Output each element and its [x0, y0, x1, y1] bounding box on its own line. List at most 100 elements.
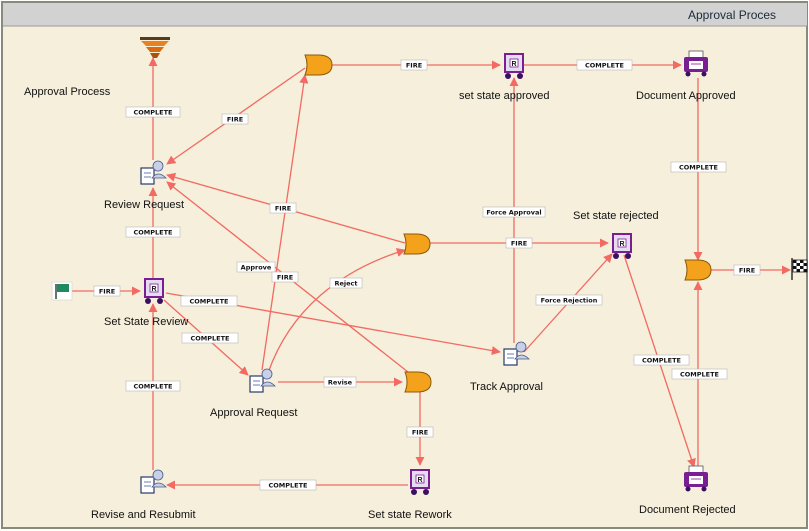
process-end-node[interactable]: Approval Process	[24, 37, 170, 98]
review-request-label: Review Request	[104, 199, 184, 211]
start-node[interactable]	[51, 281, 73, 301]
svg-text:R: R	[511, 61, 516, 68]
document-person-icon	[503, 341, 530, 366]
svg-text:COMPLETE: COMPLETE	[642, 357, 681, 365]
svg-text:COMPLETE: COMPLETE	[190, 298, 229, 306]
document-rejected-node[interactable]: Document Rejected	[639, 465, 736, 516]
document-person-icon	[140, 469, 167, 494]
svg-text:FIRE: FIRE	[412, 429, 428, 437]
revise-resubmit-node[interactable]: Revise and Resubmit	[91, 469, 196, 521]
gateway-middle-node[interactable]	[403, 233, 431, 255]
document-approved-node[interactable]: Document Approved	[636, 50, 736, 102]
svg-text:FIRE: FIRE	[406, 62, 422, 70]
diagram-title: Approval Proces	[688, 8, 776, 22]
edge-approval-to-gateway-middle[interactable]	[267, 248, 406, 374]
set-state-review-node[interactable]: R Set State Review	[104, 278, 188, 328]
svg-text:R: R	[151, 286, 156, 293]
edge-label-track-to-rejected: Force Rejection	[535, 294, 603, 306]
svg-text:Reject: Reject	[334, 280, 357, 288]
set-state-review-label: Set State Review	[104, 316, 188, 328]
or-gate-icon	[403, 233, 431, 255]
edge-approval-to-gateway-top[interactable]	[261, 74, 309, 371]
gateway-top-node[interactable]	[304, 54, 333, 76]
svg-text:FIRE: FIRE	[739, 267, 755, 275]
track-approval-label: Track Approval	[470, 381, 543, 393]
edge-label-start-to-review: FIRE	[93, 285, 121, 297]
edge-label-approved-to-document: COMPLETE	[576, 59, 633, 71]
review-request-node[interactable]: Review Request	[104, 160, 184, 211]
edge-label-gateway-top-to-approved: FIRE	[400, 59, 428, 71]
svg-text:FIRE: FIRE	[227, 116, 243, 124]
set-state-rework-label: Set state Rework	[368, 509, 452, 521]
nodes: Approval Process Review Request R Set S	[24, 37, 808, 521]
edge-label-gateway-rework-to-state: FIRE	[406, 426, 434, 438]
edge-label-gateway-middle-to-review: FIRE	[269, 202, 297, 214]
checkered-flag-icon	[791, 258, 808, 280]
state-node-icon: R	[410, 469, 430, 495]
printer-icon	[684, 50, 708, 77]
svg-text:FIRE: FIRE	[511, 240, 527, 248]
set-state-approved-label: set state approved	[459, 90, 550, 102]
edge-label-approval-to-gateway-rework: Revise	[323, 376, 357, 388]
edge-label-approval-to-gateway-top: Approve	[236, 261, 276, 273]
svg-text:COMPLETE: COMPLETE	[134, 229, 173, 237]
printer-icon	[684, 465, 708, 492]
flag-icon	[51, 281, 73, 301]
svg-text:Force Rejection: Force Rejection	[541, 297, 598, 305]
svg-text:COMPLETE: COMPLETE	[679, 164, 718, 172]
edge-label-rework-to-revise: COMPLETE	[259, 479, 317, 491]
set-state-approved-node[interactable]: R set state approved	[459, 53, 550, 102]
svg-text:COMPLETE: COMPLETE	[269, 482, 308, 490]
revise-resubmit-label: Revise and Resubmit	[91, 509, 196, 521]
state-node-icon: R	[612, 233, 632, 259]
state-node-icon: R	[144, 278, 164, 304]
svg-text:COMPLETE: COMPLETE	[191, 335, 230, 343]
edge-label-state-review-to-approval: COMPLETE	[181, 332, 239, 344]
approval-request-label: Approval Request	[210, 407, 297, 419]
edge-label-revise-to-state-review: COMPLETE	[125, 380, 181, 392]
track-approval-node[interactable]: Track Approval	[470, 341, 543, 393]
set-state-rejected-label: Set state rejected	[573, 210, 659, 222]
document-approved-label: Document Approved	[636, 90, 736, 102]
funnel-icon	[140, 37, 170, 58]
document-person-icon	[140, 160, 167, 185]
or-gate-icon	[404, 371, 432, 393]
document-rejected-label: Document Rejected	[639, 504, 736, 516]
set-state-rework-node[interactable]: R Set state Rework	[368, 469, 452, 521]
svg-text:COMPLETE: COMPLETE	[680, 371, 719, 379]
approval-request-node[interactable]: Approval Request	[210, 368, 297, 419]
svg-text:Approve: Approve	[241, 264, 272, 272]
or-gate-icon	[684, 259, 712, 281]
or-gate-icon	[304, 54, 333, 76]
svg-text:Force Approval: Force Approval	[486, 209, 541, 217]
svg-text:FIRE: FIRE	[99, 288, 115, 296]
edge-label-gateway-middle-to-rejected: FIRE	[505, 237, 533, 249]
set-state-rejected-node[interactable]: R Set state rejected	[573, 210, 659, 259]
svg-text:COMPLETE: COMPLETE	[134, 383, 173, 391]
svg-text:COMPLETE: COMPLETE	[134, 109, 173, 117]
svg-text:R: R	[417, 477, 422, 484]
gateway-right-node[interactable]	[684, 259, 712, 281]
svg-text:R: R	[619, 241, 624, 248]
edge-label-gateway-top-to-review: FIRE	[221, 113, 249, 125]
process-end-label: Approval Process	[24, 86, 111, 98]
svg-text:FIRE: FIRE	[277, 274, 293, 282]
edge-label-review-to-process: COMPLETE	[125, 106, 181, 118]
gateway-rework-node[interactable]	[404, 371, 432, 393]
state-node-icon: R	[504, 53, 524, 79]
edge-label-state-review-to-track: COMPLETE	[180, 295, 238, 307]
end-node[interactable]	[791, 258, 808, 280]
title-bar	[3, 3, 807, 26]
edge-label-gateway-right-to-end: FIRE	[733, 264, 761, 276]
edge-label-state-review-to-review: COMPLETE	[125, 226, 181, 238]
document-person-icon	[249, 368, 276, 393]
edge-label-approval-to-gateway-middle: Reject	[329, 277, 363, 289]
edge-label-doc-rejected-to-gateway: COMPLETE	[671, 368, 728, 380]
svg-text:FIRE: FIRE	[275, 205, 291, 213]
edge-labels: FIRE COMPLETE FIRE FIRE COMPLETE COMPLET…	[93, 59, 761, 491]
edge-label-gateway-rework-to-review: FIRE	[271, 271, 299, 283]
svg-text:Revise: Revise	[328, 379, 353, 387]
